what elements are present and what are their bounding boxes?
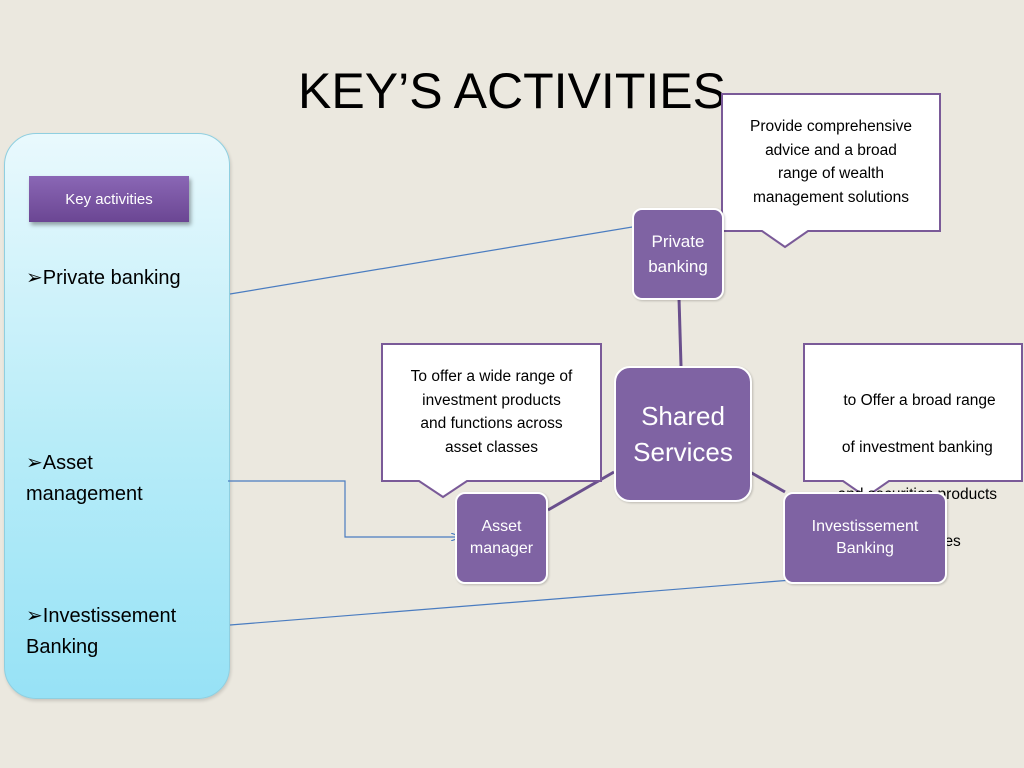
bullet-label-line2: Banking [26,636,99,658]
callout-asset-text: To offer a wide range of investment prod… [384,365,599,459]
callout-line: To offer a wide range of [410,368,573,385]
callout-line: range of wealth [778,165,884,182]
node-label-line1: Investissement [811,518,919,535]
node-asset-manager: Asset manager [455,492,548,584]
bullet-investissement-banking: ➢Investissement Banking [26,601,176,663]
node-private-banking: Private banking [632,208,724,300]
arrow-investissement-banking [229,576,842,626]
callout-private-text: Provide comprehensive advice and a broad… [724,115,938,209]
page-title: KEY’S ACTIVITIES [298,63,726,119]
callout-invest [803,343,1023,499]
arrow-asset-management [228,480,460,537]
bullet-label-line1: Asset [42,452,93,474]
node-label-line1: Asset [481,518,522,535]
node-label-line2: Services [633,437,733,467]
callout-asset [381,343,602,499]
bullet-private-banking: ➢Private banking [26,263,181,294]
connector-center-invest [749,470,786,494]
callout-line: and functions across [420,415,563,432]
activities-panel [4,133,230,699]
callout-line: to Offer a broad range [839,391,996,409]
connector-center-asset [547,470,615,512]
node-label-line2: manager [469,540,534,557]
node-label-line2: banking [648,257,708,276]
bullet-label-line2: management [26,483,143,505]
bullet-asset-management: ➢Asset management [26,448,143,510]
callout-line: investment products [422,391,561,409]
bullet-label-line1: Investissement [42,605,177,627]
bullet-arrow-icon: ➢ [26,267,43,289]
arrow-private-banking [229,224,650,295]
callout-line: asset classes [444,438,539,456]
callout-line: of investment banking [841,438,993,456]
callout-line: advice and a broad [765,141,897,159]
key-activities-chip: Key activities [29,176,189,222]
node-label-line1: Private [651,232,705,251]
bullet-arrow-icon: ➢ [26,605,43,627]
node-label-line2: Banking [836,540,894,557]
connector-private-center [677,297,683,367]
callout-line: management solutions [753,188,909,206]
callout-line: Provide comprehensive [750,118,912,135]
bullet-label: Private banking [42,267,181,289]
callout-private [721,93,941,249]
node-label-line1: Shared [641,401,725,431]
bullet-arrow-icon: ➢ [26,452,43,474]
